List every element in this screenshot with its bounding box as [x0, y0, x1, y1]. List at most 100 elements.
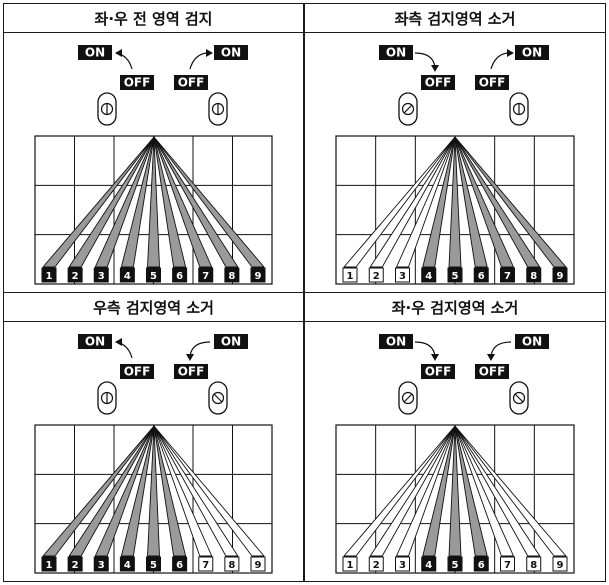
zone-label-text: 5 [452, 271, 459, 282]
zone-label-3: 3 [93, 556, 109, 572]
right-arrow-line [490, 341, 512, 357]
zone-label-box [500, 556, 515, 572]
left-off-label-text: OFF [124, 365, 151, 379]
zone-label-box [41, 556, 57, 572]
right-on-label: ON [214, 334, 248, 349]
left-off-label-bg [120, 364, 154, 379]
zone-label-text: 4 [425, 560, 432, 571]
left-on-label-text: ON [85, 335, 105, 349]
right-off-label-bg [475, 364, 509, 379]
zone-label-3: 3 [395, 556, 410, 572]
left-on-label-bg [78, 45, 112, 60]
left-off-label: OFF [421, 75, 455, 90]
zone-label-2: 2 [67, 267, 83, 283]
left-on-label: ON [78, 45, 112, 60]
right-on-label-bg [214, 334, 248, 349]
zone-label-box [395, 556, 410, 572]
left-arrow-line [414, 341, 436, 357]
panel-title: 우측 검지영역 소거 [4, 293, 303, 322]
zone-label-text: 3 [98, 271, 105, 282]
right-off-label-bg [174, 75, 208, 90]
left-on-label-text: ON [386, 335, 406, 349]
zone-label-text: 1 [46, 271, 53, 282]
left-switch-dial [97, 92, 117, 126]
zone-label-4: 4 [421, 267, 437, 283]
left-off-label-bg [421, 75, 455, 90]
right-on-label-bg [515, 334, 549, 349]
beam-9 [153, 425, 265, 557]
right-arrow [186, 341, 211, 361]
zone-label-text: 6 [478, 271, 485, 282]
zone-label-box [250, 556, 266, 572]
zone-label-box [198, 267, 214, 283]
beam-9 [454, 136, 567, 268]
detection-beams [343, 136, 567, 268]
right-arrow-line [189, 52, 207, 70]
left-off-label-bg [120, 75, 154, 90]
beam-7 [454, 425, 514, 557]
zone-label-7: 7 [500, 267, 515, 283]
right-off-label-bg [475, 75, 509, 90]
beam-3 [396, 425, 456, 557]
zone-label-text: 2 [72, 560, 79, 571]
zone-label-6: 6 [172, 556, 188, 572]
zone-label-box [119, 267, 135, 283]
zone-label-4: 4 [119, 556, 135, 572]
left-off-label-text: OFF [124, 76, 151, 90]
zone-label-text: 1 [347, 560, 354, 571]
zone-label-3: 3 [93, 267, 109, 283]
beam-5 [147, 425, 160, 557]
right-on-label-text: ON [221, 335, 241, 349]
zone-label-7: 7 [198, 556, 214, 572]
right-off-label-text: OFF [178, 365, 205, 379]
zone-label-text: 8 [228, 271, 235, 282]
zone-label-text: 3 [399, 271, 406, 282]
zone-label-box [368, 267, 384, 283]
zone-label-text: 7 [202, 560, 209, 571]
zone-label-box [119, 556, 135, 572]
right-on-label: ON [515, 334, 549, 349]
right-switch-dial [208, 92, 228, 126]
zone-label-text: 2 [373, 271, 380, 282]
zone-label-8: 8 [526, 556, 542, 572]
beam-1 [343, 425, 456, 557]
beam-4 [422, 136, 456, 268]
zone-label-box [146, 267, 161, 283]
right-off-label: OFF [475, 75, 509, 90]
zone-label-9: 9 [552, 556, 568, 572]
beam-3 [94, 136, 155, 268]
zone-label-5: 5 [447, 556, 463, 572]
zone-label-text: 7 [504, 560, 511, 571]
zone-label-box [552, 556, 568, 572]
right-arrow-line [490, 52, 508, 70]
right-switch-dial [509, 381, 529, 415]
zone-label-box [447, 267, 463, 283]
zone-label-text: 2 [373, 560, 380, 571]
zone-label-text: 9 [557, 271, 564, 282]
zone-label-box [395, 267, 410, 283]
zone-label-8: 8 [526, 267, 542, 283]
right-on-label-text: ON [522, 46, 542, 60]
left-switch-dial [398, 92, 418, 126]
right-arrow-line [189, 341, 211, 357]
beam-4 [120, 136, 155, 268]
left-on-label: ON [379, 334, 413, 349]
beam-6 [153, 425, 187, 557]
beam-8 [454, 136, 541, 268]
right-off-label: OFF [475, 364, 509, 379]
left-on-label-bg [379, 334, 413, 349]
left-off-label-bg [421, 364, 455, 379]
beam-6 [454, 136, 488, 268]
right-switch-dial [509, 92, 529, 126]
beam-2 [68, 425, 155, 557]
right-switch-dial [208, 381, 228, 415]
beam-7 [153, 425, 213, 557]
left-on-label-bg [78, 334, 112, 349]
zone-label-6: 6 [473, 267, 489, 283]
